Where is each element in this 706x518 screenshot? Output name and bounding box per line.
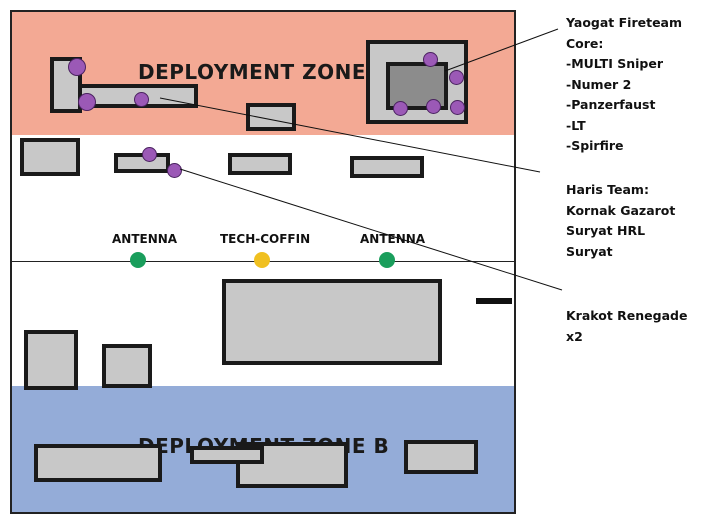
callout-line: -MULTI Sniper [566, 56, 663, 71]
callout-line: Kornak Gazarot [566, 202, 676, 218]
antenna-objective[interactable] [130, 252, 146, 268]
objective-label: TECH-COFFIN [220, 232, 311, 246]
callout-line: Yaogat Fireteam [566, 15, 683, 30]
terrain-block[interactable] [404, 440, 478, 474]
callout-line: Core: [566, 35, 604, 51]
terrain-block[interactable] [236, 442, 348, 488]
model-token[interactable] [142, 147, 157, 162]
callout-line: -LT [566, 117, 586, 133]
model-token[interactable] [449, 70, 464, 85]
terrain-block[interactable] [20, 138, 80, 176]
model-token[interactable] [393, 101, 408, 116]
antenna-objective[interactable] [379, 252, 395, 268]
terrain-block[interactable] [24, 330, 78, 390]
model-token[interactable] [134, 92, 149, 107]
callout-line: -Numer 2 [566, 76, 632, 92]
model-token[interactable] [426, 99, 441, 114]
callout-haris: Haris Team: Kornak Gazarot Suryat HRL Su… [566, 180, 675, 262]
model-token[interactable] [423, 52, 438, 67]
terrain-block-large[interactable] [222, 279, 442, 365]
callout-line: Suryat [566, 243, 613, 259]
callout-line: Suryat HRL [566, 223, 646, 238]
objective-label: ANTENNA [360, 232, 426, 246]
callout-line: Krakot Renegade [566, 308, 688, 323]
objective-label: ANTENNA [112, 232, 178, 246]
model-token[interactable] [78, 93, 96, 111]
model-token[interactable] [167, 163, 182, 178]
tech-coffin-objective[interactable] [254, 252, 270, 268]
callout-line: x2 [566, 328, 583, 344]
deployment-zone-a-label: DEPLOYMENT ZONE [138, 60, 367, 84]
terrain-block[interactable] [34, 444, 162, 482]
callout-yaogat: Yaogat Fireteam Core: -MULTI Sniper -Num… [566, 13, 682, 157]
terrain-block[interactable] [190, 446, 264, 464]
callout-krakot: Krakot Renegade x2 [566, 306, 687, 347]
terrain-block[interactable] [228, 153, 292, 175]
model-token[interactable] [68, 58, 86, 76]
terrain-block[interactable] [246, 103, 296, 131]
wall-segment [476, 298, 512, 304]
terrain-block[interactable] [350, 156, 424, 178]
game-board: DEPLOYMENT ZONE DEPLOYMENT ZONE B ANTENN… [10, 10, 516, 514]
terrain-block[interactable] [102, 344, 152, 388]
callout-line: -Panzerfaust [566, 97, 656, 112]
callout-line: -Spirfire [566, 138, 624, 153]
model-token[interactable] [450, 100, 465, 115]
callout-line: Haris Team: [566, 182, 649, 197]
